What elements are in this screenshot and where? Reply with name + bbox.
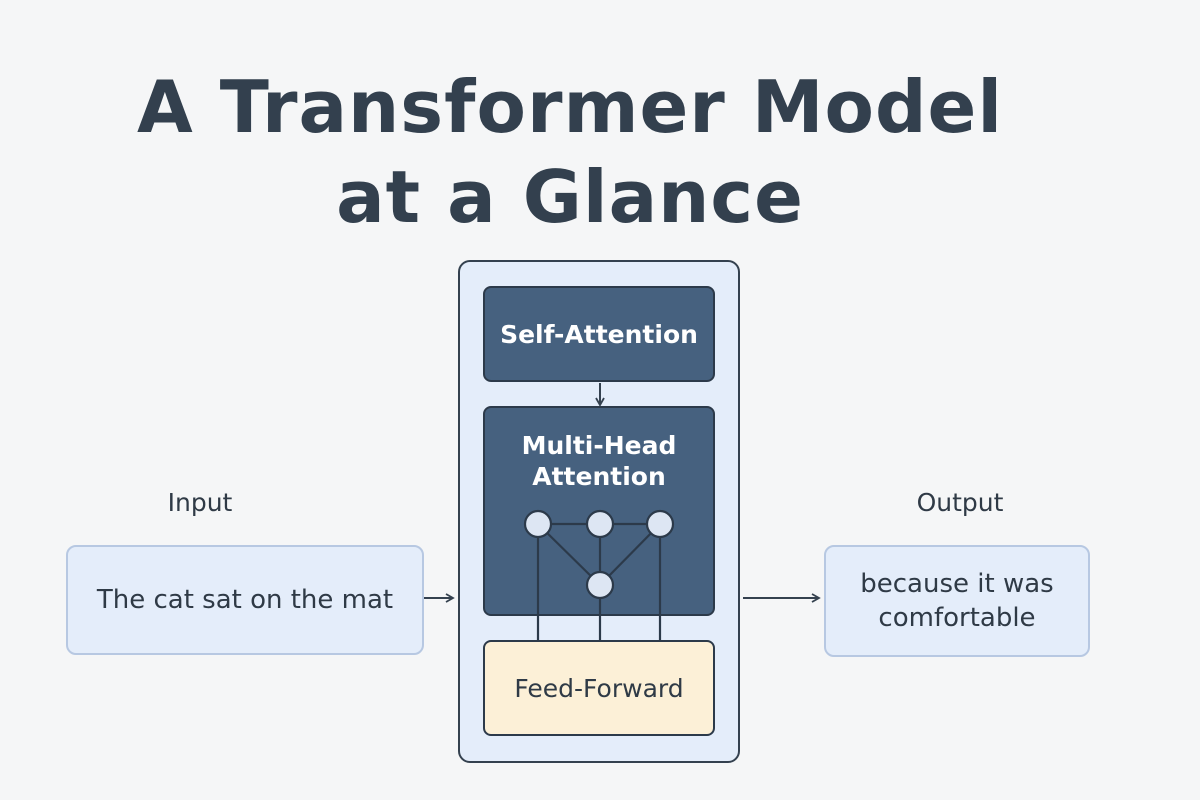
mha-label-line-1: Multi-Head <box>521 431 677 460</box>
output-text-line-2: comfortable <box>878 603 1036 633</box>
feed-forward-module: Feed-Forward <box>483 640 715 736</box>
self-attention-module: Self-Attention <box>483 286 715 382</box>
output-box: because it was comfortable <box>824 545 1090 657</box>
attention-network-edges <box>536 522 662 642</box>
input-label: Input <box>167 488 233 517</box>
attention-head-node-1 <box>523 509 553 539</box>
title-line-2: at a Glance <box>336 155 804 239</box>
mha-label-line-2: Attention <box>532 462 666 491</box>
multi-head-attention-label: Multi-Head Attention <box>485 430 713 492</box>
feed-forward-label: Feed-Forward <box>514 673 684 703</box>
self-attention-label: Self-Attention <box>500 319 698 349</box>
output-text-line-1: because it was <box>860 569 1054 599</box>
attention-head-node-3 <box>645 509 675 539</box>
attention-head-node-2 <box>585 509 615 539</box>
output-label: Output <box>916 488 1004 517</box>
input-box: The cat sat on the mat <box>66 545 424 655</box>
diagram-title: A Transformer Model at a Glance <box>0 62 1140 242</box>
attention-merge-node <box>585 570 615 600</box>
title-line-1: A Transformer Model <box>136 65 1004 149</box>
input-text: The cat sat on the mat <box>96 585 394 615</box>
